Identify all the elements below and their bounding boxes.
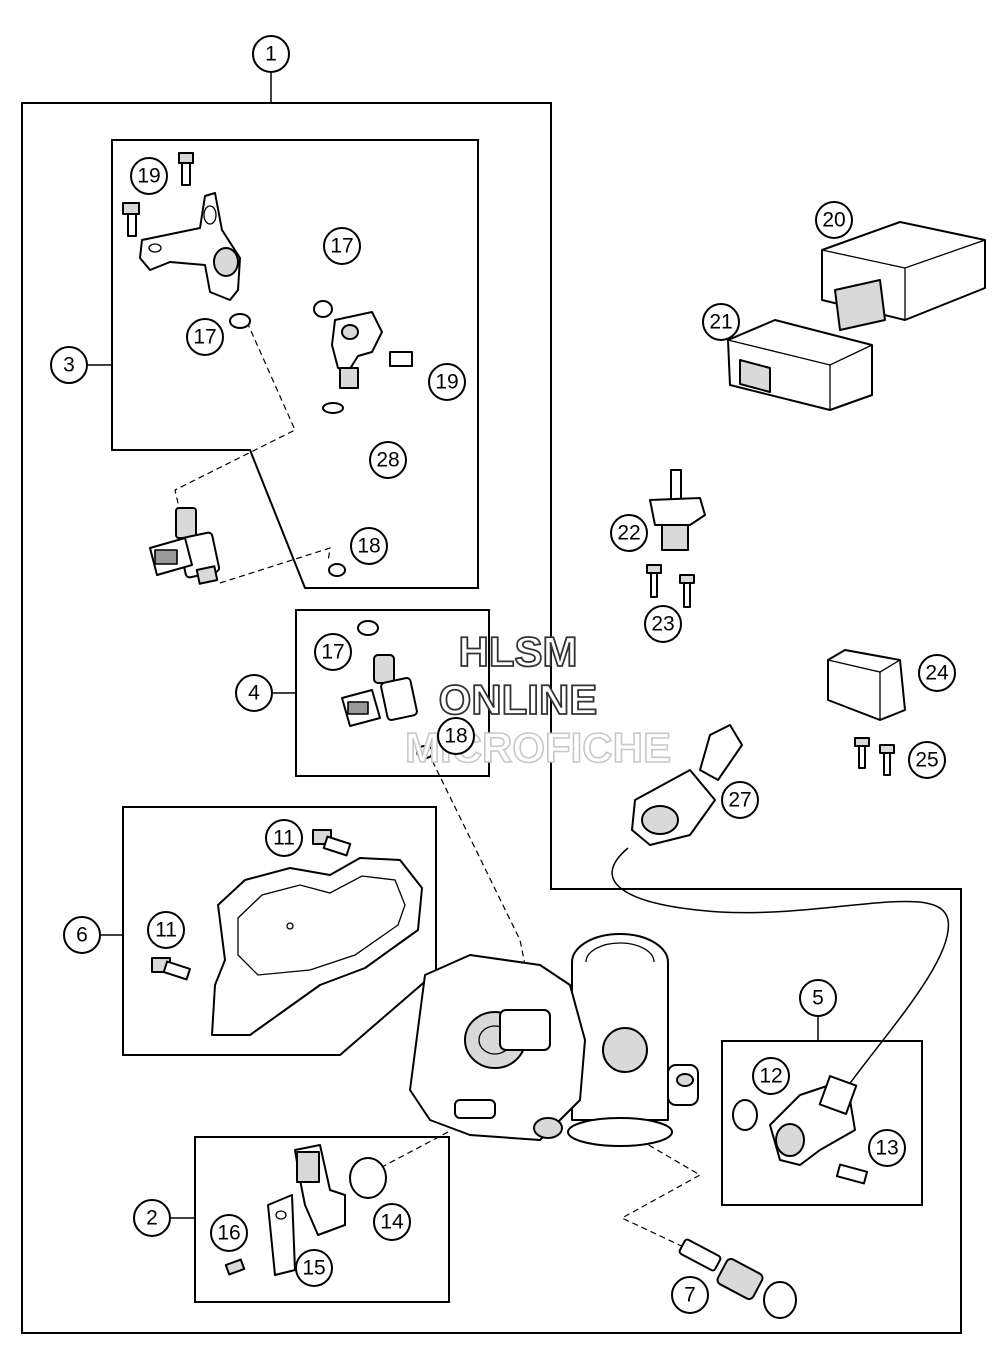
- callout-label: 2: [146, 1207, 158, 1230]
- callout-label: 27: [728, 789, 751, 812]
- injector-bracket: [139, 192, 241, 301]
- callout-label: 11: [155, 919, 177, 942]
- callout-4: 4: [235, 674, 273, 712]
- o-ring-14: [349, 1157, 387, 1199]
- callout-11-b: 11: [147, 911, 185, 949]
- callout-19-b: 19: [428, 363, 466, 401]
- callout-label: 4: [248, 682, 260, 705]
- ecu-unit-21: [727, 319, 873, 411]
- callout-label: 20: [822, 209, 845, 232]
- injector-group-4: [341, 620, 434, 759]
- callout-label: 24: [925, 662, 949, 685]
- watermark: HLSM ONLINE MICROFICHE: [404, 627, 672, 772]
- callout-label: 14: [380, 1211, 404, 1234]
- callout-18-a: 18: [350, 527, 388, 565]
- bolt-11-a: [312, 829, 352, 857]
- injector-cap: [313, 300, 413, 389]
- o-ring-17-upper: [229, 313, 251, 329]
- callout-label: 3: [63, 354, 75, 377]
- callout-17-c: 17: [314, 633, 352, 671]
- callout-label: 22: [617, 522, 640, 545]
- callout-5: 5: [799, 979, 837, 1017]
- bolt-11-b: [151, 957, 191, 981]
- callout-2: 2: [133, 1199, 171, 1237]
- callout-label: 15: [302, 1257, 325, 1280]
- screw-13: [835, 1163, 869, 1185]
- callout-label: 12: [759, 1065, 782, 1088]
- callout-17-a: 17: [323, 227, 361, 265]
- o-ring-18-upper: [328, 563, 346, 577]
- callout-12: 12: [752, 1057, 790, 1095]
- callout-18-b: 18: [437, 717, 475, 755]
- o-ring-12: [732, 1099, 758, 1131]
- sensor-27: [631, 724, 743, 846]
- throttle-body: [409, 933, 699, 1147]
- callout-11-a: 11: [265, 819, 303, 857]
- bolt-19-b: [122, 202, 140, 237]
- callouts: 1 2 3 4 5 6 7 11 11 12 13 14 15 16 17 17…: [50, 35, 956, 1314]
- screws-25: [854, 737, 895, 776]
- callout-label: 7: [684, 1284, 696, 1307]
- callout-14: 14: [373, 1203, 411, 1241]
- watermark-line-1: HLSM: [459, 628, 578, 675]
- frame-assembly-6: [122, 806, 437, 1056]
- callout-label: 18: [357, 535, 380, 558]
- throttle-cover-group: [151, 829, 423, 1036]
- callout-1: 1: [252, 35, 290, 73]
- valve-7: [678, 1238, 797, 1319]
- injector-bracket-group: [122, 152, 413, 585]
- screws-23: [646, 564, 695, 608]
- callout-28: 28: [369, 441, 407, 479]
- callout-20: 20: [815, 201, 853, 239]
- frame-assembly-5: [721, 1040, 923, 1206]
- callout-label: 19: [435, 371, 458, 394]
- callout-label: 25: [915, 749, 938, 772]
- callout-21: 21: [702, 303, 740, 341]
- callout-24: 24: [918, 654, 956, 692]
- callout-label: 11: [273, 827, 295, 850]
- bolt-19-a: [178, 152, 194, 186]
- frame-assembly-1: [21, 102, 962, 1334]
- callout-6: 6: [63, 916, 101, 954]
- ecu-unit-20: [821, 221, 986, 331]
- callout-7: 7: [671, 1276, 709, 1314]
- tps-sensor-group: [224, 1144, 387, 1276]
- callout-27: 27: [721, 781, 759, 819]
- throttle-cover: [211, 857, 423, 1036]
- dashed-leaders: [174, 321, 950, 1251]
- callout-label: 18: [444, 725, 467, 748]
- sensor-22: [649, 469, 706, 551]
- assembly-frames: [21, 72, 962, 1334]
- callout-15: 15: [295, 1249, 333, 1287]
- callout-label: 13: [875, 1137, 898, 1160]
- clip-28: [322, 402, 344, 414]
- callout-22: 22: [610, 514, 648, 552]
- callout-3: 3: [50, 346, 88, 384]
- callout-label: 17: [330, 235, 353, 258]
- callout-23: 23: [644, 605, 682, 643]
- callout-17-b: 17: [186, 318, 224, 356]
- callout-label: 6: [76, 924, 88, 947]
- sensor-group-5: [732, 1075, 869, 1185]
- callout-label: 23: [651, 613, 674, 636]
- callout-label: 28: [376, 449, 399, 472]
- callout-13: 13: [868, 1129, 906, 1167]
- callout-16: 16: [210, 1214, 248, 1252]
- callout-label: 16: [217, 1222, 240, 1245]
- callout-label: 5: [812, 987, 824, 1010]
- callout-label: 17: [193, 326, 216, 349]
- frame-assembly-2: [194, 1136, 450, 1303]
- callout-label: 21: [709, 311, 732, 334]
- callout-25: 25: [908, 741, 946, 779]
- watermark-line-2: ONLINE: [439, 676, 598, 723]
- screw-16: [224, 1258, 246, 1276]
- callout-label: 19: [137, 165, 160, 188]
- sensor-24: [827, 649, 906, 721]
- callout-label: 1: [265, 43, 277, 66]
- callout-label: 17: [321, 641, 344, 664]
- frame-assembly-3: [111, 139, 479, 589]
- fuel-injector-group-3: [149, 507, 221, 585]
- callout-19-a: 19: [130, 157, 168, 195]
